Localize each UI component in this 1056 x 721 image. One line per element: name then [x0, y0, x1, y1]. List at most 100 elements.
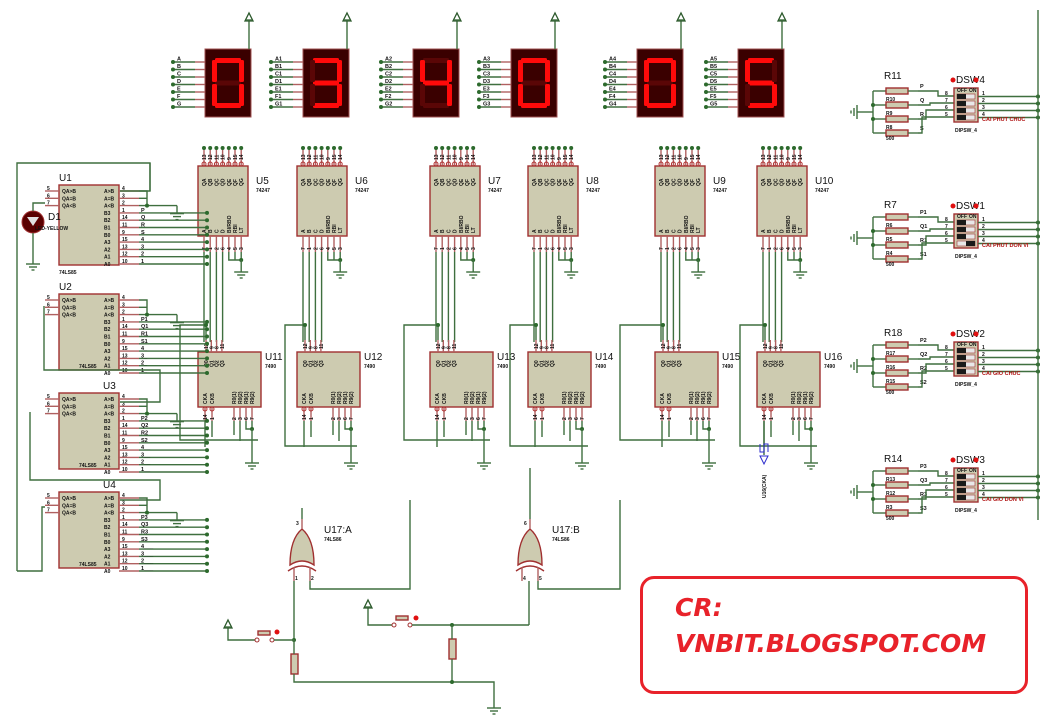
dip-slider-1[interactable] [957, 94, 966, 99]
pin-number: 10 [122, 467, 128, 473]
pin-name: QA<B [62, 511, 76, 517]
pin-number: 4 [523, 576, 526, 582]
pin-name: QA [301, 178, 307, 186]
pin-number: 11 [319, 343, 325, 349]
pin-name: R0(2) [238, 391, 244, 404]
pushbutton-2 [395, 615, 409, 621]
pin-name: Q0 [204, 360, 210, 367]
pin-name: QB [767, 178, 773, 186]
junction-dot [239, 146, 244, 150]
dip-slider-2[interactable] [957, 101, 966, 106]
junction-dot [603, 105, 607, 109]
pin-number: 3 [122, 193, 125, 199]
dip-slider-2[interactable] [957, 227, 966, 232]
ground-icon [804, 455, 818, 470]
pin-name: R9(2) [809, 391, 815, 404]
pin-number: 2 [122, 508, 125, 514]
counter-body [654, 351, 719, 408]
pin-number: 14 [122, 423, 128, 429]
dip-off-label: OFF [957, 342, 967, 348]
dip-slider-1[interactable] [957, 220, 966, 225]
dip-slider-4[interactable] [957, 495, 966, 500]
ground-icon [850, 231, 865, 245]
junction-dot [208, 146, 213, 150]
pin-number: 9 [768, 346, 774, 349]
dip-switch-caption: CAI GIO CHUC [982, 371, 1021, 377]
segment-c [545, 84, 550, 106]
junction-dot [440, 146, 445, 150]
pin-number: 15 [792, 154, 798, 160]
dip-slider-3[interactable] [957, 362, 966, 367]
pin-name: A2 [104, 554, 111, 560]
dip-slider-1[interactable] [957, 348, 966, 353]
resistor [885, 87, 909, 95]
power-arrow [451, 11, 463, 22]
dip-slider-4[interactable] [957, 369, 966, 374]
pin-name: QA [202, 178, 208, 186]
segment-a [647, 58, 673, 63]
pin-number: 9 [122, 339, 125, 345]
pin-number: 2 [232, 417, 238, 420]
net-label: P3 [920, 464, 927, 470]
pin-number: 7 [434, 247, 440, 250]
dip-slider-1[interactable] [957, 474, 966, 479]
ground-icon [850, 359, 865, 373]
pin-name: R0(2) [568, 391, 574, 404]
pin-number: 15 [563, 154, 569, 160]
pin-number: 11 [122, 530, 128, 536]
pin-name: BI/RBO [557, 215, 563, 233]
inverting-pin [439, 161, 445, 167]
pin-name: B0 [104, 441, 111, 447]
pin-name: CKB [210, 393, 216, 404]
junction-dot [205, 363, 209, 368]
dip-slider-3[interactable] [957, 488, 966, 493]
junction-dot [871, 103, 875, 107]
gate-ref: U17:A [324, 525, 352, 536]
pin-number: 5 [233, 247, 239, 250]
pin-number: 4 [557, 247, 563, 250]
power-arrow [675, 11, 687, 22]
dip-slider-4[interactable] [957, 115, 966, 120]
pin-number: 9 [122, 438, 125, 444]
wire [227, 628, 255, 641]
segment-d [423, 103, 449, 108]
pin-number: 2 [689, 417, 695, 420]
junction-dot [220, 146, 225, 150]
pin-name: LT [696, 227, 702, 233]
resistor-ref: R5 [886, 237, 893, 243]
wire [918, 482, 954, 486]
junction-dot [269, 82, 273, 87]
comparator-part: 74LS85 [79, 562, 97, 568]
junction-dot [269, 60, 273, 64]
pin-name: A3 [104, 349, 111, 355]
segment-net-label: E3 [483, 87, 490, 93]
pin-name: Q3 [319, 360, 325, 367]
clock-pin [434, 406, 440, 412]
junction-dot [205, 349, 209, 354]
junction-dot [773, 146, 778, 150]
pin-number: 12 [436, 343, 442, 349]
pin-number: 5 [792, 247, 798, 250]
dip-slider-2[interactable] [957, 481, 966, 486]
dip-slider-3[interactable] [957, 108, 966, 113]
dip-slider-4[interactable] [966, 241, 975, 246]
counter-ref: U11 [265, 352, 283, 363]
dip-off-label: OFF [957, 88, 967, 94]
pin-number: 2 [982, 98, 985, 104]
dip-slider-2[interactable] [957, 355, 966, 360]
dip-slider-3[interactable] [957, 234, 966, 239]
power-arrow [776, 11, 788, 22]
pin-name: R9(1) [574, 391, 580, 404]
pin-number: 13 [659, 154, 665, 160]
segment-net-label: C4 [609, 72, 617, 78]
ground-icon [793, 264, 808, 279]
resistor-ref: R8 [886, 125, 893, 131]
junction-dot [704, 60, 708, 64]
counter-feedback-wiring [739, 323, 817, 447]
pin-name: BI/RBO [684, 215, 690, 233]
pin-number: 7 [47, 508, 50, 514]
segment-net-label: G4 [609, 102, 617, 108]
pin-name: CKA [203, 393, 209, 404]
